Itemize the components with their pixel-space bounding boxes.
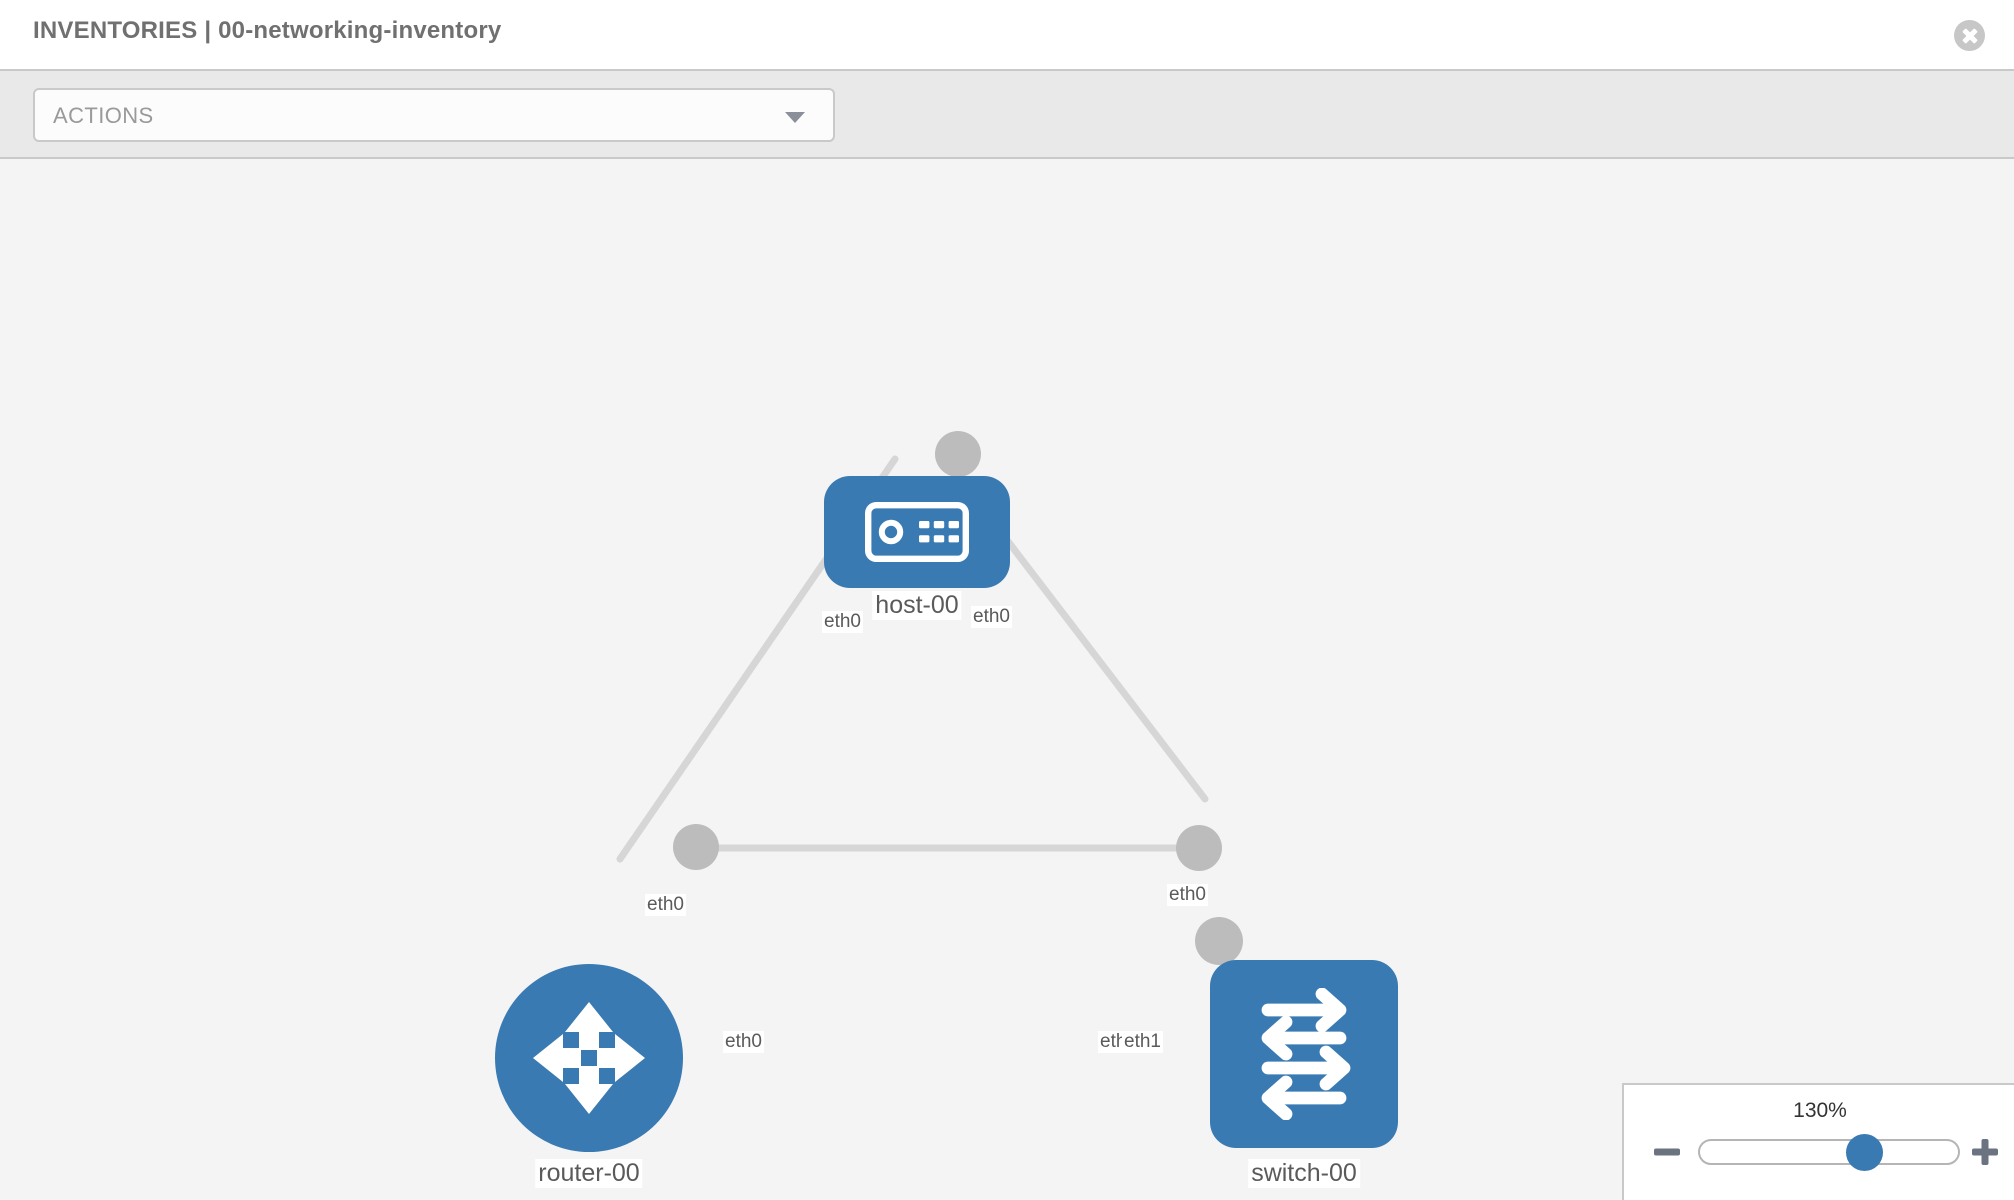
iface-label: eth0 (723, 1031, 764, 1053)
iface-label: eth1 (1122, 1031, 1163, 1053)
server-icon (865, 502, 969, 562)
node-label-host-00: host-00 (872, 591, 962, 620)
node-host-00-shape[interactable] (824, 476, 1010, 588)
interface-nub[interactable] (1195, 917, 1243, 965)
iface-label: eth0 (822, 611, 863, 633)
node-host-00[interactable] (824, 476, 1010, 588)
node-switch-00-shape[interactable] (1210, 960, 1398, 1148)
topology-links (616, 455, 1209, 863)
toolbar: ACTIONS SEARCH (0, 69, 2014, 211)
minus-icon (1654, 1148, 1680, 1156)
interface-nub[interactable] (935, 431, 981, 477)
zoom-level-label: 130% (1793, 1099, 1847, 1122)
actions-dropdown[interactable]: ACTIONS (33, 88, 835, 142)
topology-canvas[interactable]: host-00 router-00 switch-00 eth0 eth0 (0, 159, 2014, 1200)
chevron-down-icon (785, 112, 805, 123)
node-router-00-shape[interactable] (495, 964, 683, 1152)
iface-label: eth0 (645, 894, 686, 916)
zoom-slider[interactable] (1698, 1134, 1960, 1171)
node-switch-00[interactable] (1210, 960, 1398, 1148)
node-router-00[interactable] (495, 964, 683, 1152)
switch-icon (1261, 988, 1351, 1120)
zoom-control-panel: 130% (1622, 1083, 2014, 1200)
close-icon[interactable] (1954, 20, 1985, 51)
router-icon (533, 1002, 645, 1114)
zoom-in-button[interactable] (1972, 1139, 1998, 1165)
node-label-switch-00: switch-00 (1248, 1159, 1360, 1188)
iface-label: eth0 (1167, 884, 1208, 906)
zoom-out-button[interactable] (1654, 1139, 1680, 1165)
interface-nub[interactable] (1176, 825, 1222, 871)
interface-nub[interactable] (673, 824, 719, 870)
actions-dropdown-label: ACTIONS (53, 103, 154, 128)
page-title: INVENTORIES | 00-networking-inventory (33, 17, 502, 44)
node-label-router-00: router-00 (535, 1159, 643, 1188)
zoom-slider-thumb[interactable] (1846, 1134, 1883, 1171)
plus-icon (1981, 1139, 1989, 1165)
window-header: INVENTORIES | 00-networking-inventory (0, 0, 2014, 69)
iface-label: eth0 (971, 606, 1012, 628)
